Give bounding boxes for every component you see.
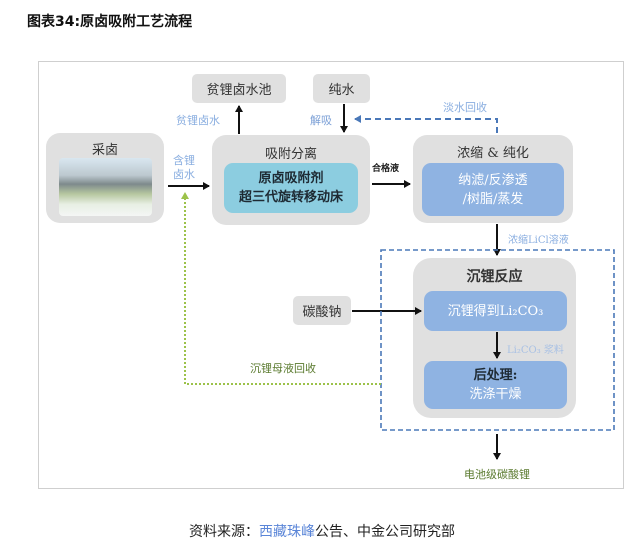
node-pure-water: 纯水 bbox=[313, 74, 370, 103]
node-label: 沉锂反应 bbox=[466, 269, 523, 285]
inner-line: /树脂/蒸发 bbox=[462, 191, 524, 207]
inner-line: 洗涤干燥 bbox=[469, 387, 522, 402]
node-adsorption: 吸附分离 原卤吸附剂 超三代旋转移动床 bbox=[212, 135, 370, 225]
source-suffix: 公告、中金公司研究部 bbox=[315, 524, 455, 540]
figure-title: 图表34:原卤吸附工艺流程 bbox=[27, 14, 193, 30]
edge-label-lithium-brine-1: 含锂 bbox=[173, 154, 195, 167]
dashed-fresh-water-return bbox=[354, 115, 498, 133]
node-label: 纯水 bbox=[328, 83, 355, 98]
edge-label-qualified-liquid: 合格液 bbox=[372, 164, 400, 174]
node-sodium-carbonate: 碳酸钠 bbox=[293, 296, 351, 325]
edge-label-fresh-water-recovery: 淡水回收 bbox=[443, 101, 487, 114]
node-product: 电池级碳酸锂 bbox=[464, 468, 530, 481]
inner-line: 纳滤/反渗透 bbox=[458, 172, 528, 188]
node-label: 碳酸钠 bbox=[302, 305, 342, 320]
adsorption-inner: 原卤吸附剂 超三代旋转移动床 bbox=[224, 163, 358, 213]
concentration-inner: 纳滤/反渗透 /树脂/蒸发 bbox=[422, 163, 564, 216]
source-prefix: 资料来源： bbox=[189, 524, 259, 540]
node-brine-collection: 采卤 bbox=[46, 133, 164, 223]
edge-label-lean-brine: 贫锂卤水 bbox=[176, 114, 220, 127]
node-concentration: 浓缩 & 纯化 纳滤/反渗透 /树脂/蒸发 bbox=[413, 135, 573, 223]
edge-label-mother-liquor-recovery: 沉锂母液回收 bbox=[250, 362, 316, 375]
edge-label-desorption: 解吸 bbox=[310, 114, 332, 127]
brine-pool-photo-icon bbox=[59, 158, 152, 216]
node-label: 浓缩 & 纯化 bbox=[457, 146, 529, 161]
precipitation-step1: 沉锂得到Li₂CO₃ bbox=[424, 291, 567, 331]
source-note: 资料来源：西藏珠峰公告、中金公司研究部 bbox=[0, 521, 644, 541]
source-link[interactable]: 西藏珠峰 bbox=[259, 524, 315, 540]
inner-line: 沉锂得到Li₂CO₃ bbox=[447, 303, 544, 319]
edge-label-concentrated-licl: 浓缩LiCl溶液 bbox=[508, 235, 569, 246]
edge-label-lithium-brine-2: 卤水 bbox=[173, 168, 195, 181]
diagram-frame bbox=[38, 61, 624, 489]
node-precipitation: 沉锂反应 沉锂得到Li₂CO₃ 后处理: 洗涤干燥 bbox=[413, 258, 576, 418]
edge-label-li2co3-slurry: Li₂CO₃ 浆料 bbox=[507, 345, 564, 356]
node-label: 采卤 bbox=[91, 143, 118, 158]
node-label: 吸附分离 bbox=[264, 147, 317, 162]
precipitation-step2: 后处理: 洗涤干燥 bbox=[424, 361, 567, 409]
node-label: 贫锂卤水池 bbox=[206, 83, 272, 98]
inner-line: 原卤吸附剂 bbox=[258, 171, 324, 186]
node-lean-brine-pool: 贫锂卤水池 bbox=[192, 74, 286, 103]
inner-title: 后处理: bbox=[473, 368, 518, 383]
inner-line: 超三代旋转移动床 bbox=[238, 190, 343, 205]
precipitation-dashed-boundary bbox=[380, 249, 615, 431]
dotted-mother-liquor-return bbox=[181, 192, 381, 385]
